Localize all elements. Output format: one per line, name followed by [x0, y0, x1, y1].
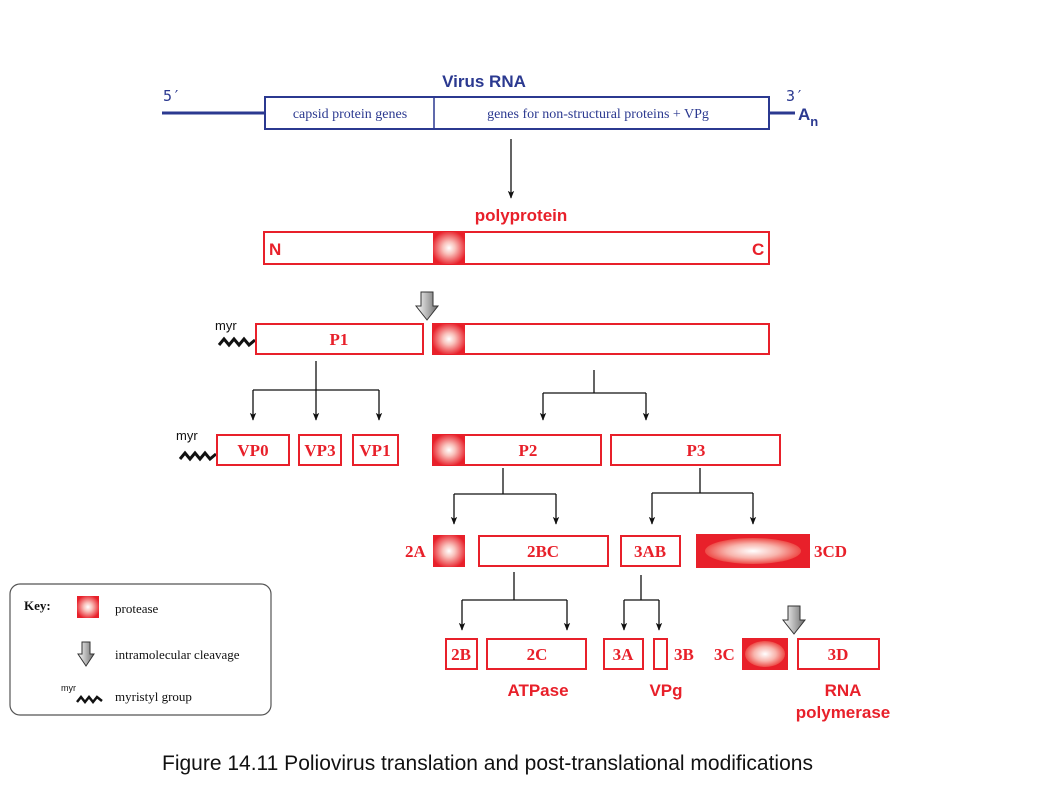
vp3-label: VP3 [304, 441, 335, 460]
2bc-box [478, 535, 609, 567]
3a-box [603, 638, 644, 670]
n-terminus-label: N [269, 240, 281, 259]
p1-label: P1 [330, 330, 349, 349]
3cd-intramolecular-cleavage-arrow-icon [781, 605, 807, 635]
p2-label: P2 [519, 441, 538, 460]
2b-box [445, 638, 478, 670]
five-prime-label: 5′ [163, 87, 181, 105]
vpg-label: VPg [649, 681, 682, 700]
2b-label: 2B [451, 645, 471, 664]
3ab-cleavage-connectors [620, 575, 663, 631]
capsid-genes-label: capsid protein genes [293, 107, 407, 122]
vp0-box [216, 434, 290, 466]
p2-p3-precursor-box [432, 323, 770, 355]
key-cleavage-label: intramolecular cleavage [115, 647, 240, 662]
myristyl-group-icon [178, 450, 217, 462]
key-myristyl-icon [76, 694, 103, 705]
poly-a-tail-label: An [798, 105, 818, 129]
polyprotein-title: polyprotein [475, 206, 568, 225]
3a-label: 3A [613, 645, 635, 664]
2a-protease-icon [433, 535, 465, 567]
polyprotein: polyprotein N C [263, 206, 770, 265]
3b-label: 3B [674, 645, 694, 664]
3c-protease-icon [745, 641, 785, 667]
p3-cleavage-connectors [648, 468, 757, 525]
intramolecular-cleavage-arrow-icon [414, 291, 440, 321]
rna-title: Virus RNA [442, 72, 526, 91]
key-box [9, 583, 272, 716]
vp0-label: VP0 [237, 441, 268, 460]
rna-polymerase-label-line1: RNA [825, 681, 862, 700]
2c-label: 2C [527, 645, 548, 664]
p1-cleavage-connectors [249, 361, 383, 421]
myristyl-group-icon [217, 336, 256, 348]
rna-genome-box [264, 96, 770, 130]
p2-p3-protease-domain [433, 324, 465, 354]
rna-polymerase-label-line2: polymerase [796, 703, 891, 722]
key-myr-label: myr [61, 683, 76, 693]
2bc-cleavage-connectors [458, 572, 571, 631]
3cd-protease-icon [705, 538, 801, 564]
p1-box [255, 323, 424, 355]
key-legend: Key: protease intramolecular cleavage my… [9, 583, 272, 716]
2bc-label: 2BC [527, 542, 559, 561]
figure-caption: Figure 14.11 Poliovirus translation and … [162, 752, 813, 775]
3b-box [653, 638, 668, 670]
3ab-label: 3AB [634, 542, 666, 561]
p3-label: P3 [687, 441, 706, 460]
c-terminus-label: C [752, 240, 764, 259]
vp3-box [298, 434, 342, 466]
key-cleavage-arrow-icon [77, 641, 95, 667]
polyprotein-box [263, 231, 770, 265]
3d-box [797, 638, 880, 670]
p2-p3-cleavage-connectors [539, 370, 650, 421]
virus-rna: Virus RNA 5′ 3′ capsid protein genes gen… [162, 72, 818, 130]
p2-cleavage-connectors [450, 468, 560, 525]
vp1-label: VP1 [359, 441, 390, 460]
p2-protease-domain [433, 435, 465, 465]
3ab-box [620, 535, 681, 567]
2c-box [486, 638, 587, 670]
key-myristyl-label: myristyl group [115, 689, 192, 704]
key-title: Key: [24, 598, 51, 613]
polyprotein-protease-domain [433, 232, 465, 264]
2a-label: 2A [405, 542, 427, 561]
key-protease-label: protease [115, 601, 159, 616]
3cd-label: 3CD [814, 542, 847, 561]
vp1-box [352, 434, 399, 466]
p3-box [610, 434, 781, 466]
myr-label-p1: myr [215, 318, 237, 333]
nonstructural-genes-label: genes for non-structural proteins + VPg [487, 107, 709, 122]
myr-label-vp0: myr [176, 428, 198, 443]
atpase-label: ATPase [507, 681, 568, 700]
3d-label: 3D [828, 645, 849, 664]
3c-label: 3C [714, 645, 735, 664]
key-protease-icon [77, 596, 99, 618]
three-prime-label: 3′ [786, 87, 804, 105]
